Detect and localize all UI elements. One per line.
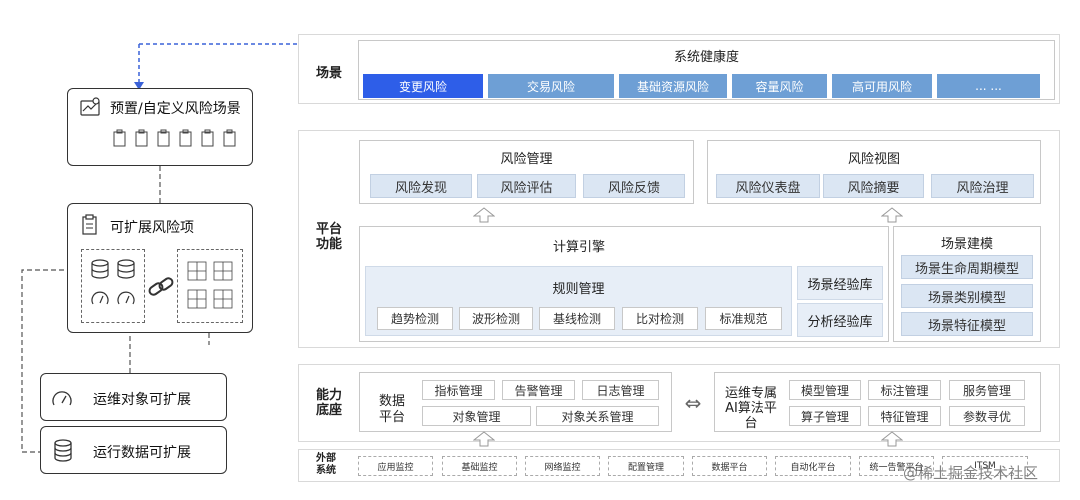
scene-experience-lib[interactable]: 场景经验库 bbox=[797, 266, 883, 300]
scene-category-model[interactable]: 场景类别模型 bbox=[901, 284, 1033, 308]
external-itsm[interactable]: ITSM bbox=[942, 456, 1028, 476]
model-management[interactable]: 模型管理 bbox=[789, 380, 861, 400]
operator-management[interactable]: 算子管理 bbox=[789, 406, 861, 426]
data-platform-title-1: 数据 bbox=[379, 394, 406, 409]
service-management[interactable]: 服务管理 bbox=[949, 380, 1025, 400]
ops-object-card[interactable]: 运维对象可扩展 bbox=[40, 373, 227, 421]
object-relation-management[interactable]: 对象关系管理 bbox=[536, 406, 659, 426]
capability-label-1: 能力 bbox=[316, 388, 343, 403]
scene-resource-risk[interactable]: 基础资源风险 bbox=[619, 74, 727, 98]
data-platform-title-2: 平台 bbox=[379, 410, 406, 425]
risk-dashboard[interactable]: 风险仪表盘 bbox=[716, 174, 820, 198]
gauge-icon bbox=[52, 391, 72, 406]
scene-capacity-risk[interactable]: 容量风险 bbox=[732, 74, 827, 98]
ai-platform-title-3: 台 bbox=[744, 415, 758, 431]
risk-management-title: 风险管理 bbox=[500, 151, 553, 167]
database-icon bbox=[54, 439, 72, 462]
extensible-risk-card[interactable]: 可扩展风险项 bbox=[67, 203, 253, 333]
ai-platform-title-2: AI算法平 bbox=[725, 400, 777, 416]
clipboard-row-icons bbox=[113, 129, 236, 147]
clipboard-icon bbox=[82, 214, 97, 235]
external-label-2: 系统 bbox=[316, 465, 336, 476]
external-base-monitor[interactable]: 基础监控 bbox=[442, 456, 517, 476]
chart-envelope-icon bbox=[80, 97, 100, 116]
baseline-detection[interactable]: 基线检测 bbox=[539, 307, 615, 330]
trend-detection[interactable]: 趋势检测 bbox=[377, 307, 453, 330]
up-arrow-icon bbox=[881, 207, 903, 223]
up-arrow-icon bbox=[881, 431, 903, 447]
compute-engine-title: 计算引擎 bbox=[552, 239, 605, 255]
ops-object-title: 运维对象可扩展 bbox=[93, 392, 191, 408]
watermark: @稀土掘金技术社区 bbox=[903, 464, 1039, 482]
parameter-tuning[interactable]: 参数寻优 bbox=[949, 406, 1025, 426]
risk-view-title: 风险视图 bbox=[847, 151, 900, 167]
extensible-risk-title: 可扩展风险项 bbox=[110, 220, 194, 236]
external-unified-alert[interactable]: 统一告警平台 bbox=[859, 456, 934, 476]
feature-management[interactable]: 特征管理 bbox=[868, 406, 941, 426]
external-app-monitor[interactable]: 应用监控 bbox=[358, 456, 433, 476]
preset-scene-card[interactable]: 预置/自定义风险场景 bbox=[67, 88, 253, 166]
up-arrow-icon bbox=[473, 207, 495, 223]
system-health-title: 系统健康度 bbox=[673, 49, 739, 65]
chain-link-icon bbox=[148, 277, 174, 296]
scene-feature-model[interactable]: 场景特征模型 bbox=[901, 312, 1033, 336]
scene-section-label: 场景 bbox=[316, 66, 343, 81]
external-config-mgmt[interactable]: 配置管理 bbox=[608, 456, 684, 476]
left-connectors bbox=[21, 43, 300, 453]
scene-more[interactable]: ... ... bbox=[937, 74, 1040, 98]
external-automation[interactable]: 自动化平台 bbox=[775, 456, 851, 476]
risk-governance[interactable]: 风险治理 bbox=[931, 174, 1034, 198]
external-data-platform[interactable]: 数据平台 bbox=[692, 456, 767, 476]
rule-management-title: 规则管理 bbox=[552, 281, 605, 297]
scene-ha-risk[interactable]: 高可用风险 bbox=[832, 74, 932, 98]
exchange-arrow-icon: ⇔ bbox=[684, 391, 702, 415]
grid-matrix-icons bbox=[187, 261, 233, 309]
log-management[interactable]: 日志管理 bbox=[582, 380, 659, 400]
object-management[interactable]: 对象管理 bbox=[422, 406, 531, 426]
scene-change-risk[interactable]: 变更风险 bbox=[363, 74, 483, 98]
matrix-group bbox=[177, 249, 243, 323]
risk-feedback[interactable]: 风险反馈 bbox=[583, 174, 685, 198]
standard-spec[interactable]: 标准规范 bbox=[705, 307, 782, 330]
external-network-monitor[interactable]: 网络监控 bbox=[525, 456, 600, 476]
run-data-title: 运行数据可扩展 bbox=[93, 445, 191, 461]
waveform-detection[interactable]: 波形检测 bbox=[459, 307, 533, 330]
capability-label-2: 底座 bbox=[316, 403, 343, 418]
comparison-detection[interactable]: 比对检测 bbox=[622, 307, 698, 330]
preset-scene-title: 预置/自定义风险场景 bbox=[110, 101, 241, 117]
annotation-management[interactable]: 标注管理 bbox=[868, 380, 941, 400]
arrow-down-icon bbox=[134, 82, 144, 90]
metric-management[interactable]: 指标管理 bbox=[422, 380, 495, 400]
scene-transaction-risk[interactable]: 交易风险 bbox=[488, 74, 614, 98]
ai-platform-title-1: 运维专属 bbox=[724, 385, 777, 401]
scene-modeling-title: 场景建模 bbox=[940, 236, 993, 252]
database-gauge-icons bbox=[91, 259, 135, 305]
platform-label-1: 平台 bbox=[316, 222, 343, 237]
external-label-1: 外部 bbox=[316, 453, 336, 464]
ops-data-group bbox=[81, 249, 145, 323]
up-arrow-icon bbox=[473, 431, 495, 447]
platform-label-2: 功能 bbox=[316, 237, 343, 252]
analysis-experience-lib[interactable]: 分析经验库 bbox=[797, 303, 883, 337]
risk-assessment[interactable]: 风险评估 bbox=[477, 174, 576, 198]
scene-lifecycle-model[interactable]: 场景生命周期模型 bbox=[901, 255, 1033, 279]
risk-summary[interactable]: 风险摘要 bbox=[823, 174, 924, 198]
alert-management[interactable]: 告警管理 bbox=[502, 380, 575, 400]
run-data-card[interactable]: 运行数据可扩展 bbox=[40, 426, 227, 474]
risk-discovery[interactable]: 风险发现 bbox=[370, 174, 472, 198]
